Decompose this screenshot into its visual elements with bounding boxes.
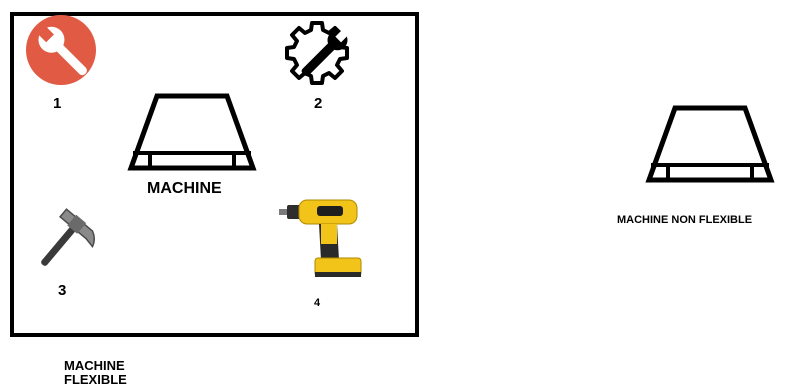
tool-number-4: 4 (314, 297, 320, 310)
machine-non-flexible-icon (645, 104, 775, 186)
caption-line-1: MACHINE (64, 359, 127, 373)
tool-number-2: 2 (314, 96, 322, 111)
caption-line-2: FLEXIBLE (64, 373, 127, 387)
machine-label: MACHINE (147, 180, 222, 198)
tool-number-1: 1 (53, 96, 61, 111)
machine-non-flexible-label: MACHINE NON FLEXIBLE (617, 214, 752, 227)
wrench-icon (25, 14, 97, 86)
hammer-icon (30, 207, 100, 271)
drill-icon (277, 194, 365, 280)
flexible-machine-caption: MACHINE FLEXIBLE (64, 359, 127, 387)
gear-wrench-icon (285, 14, 357, 86)
tool-number-3: 3 (58, 283, 66, 298)
machine-icon (127, 92, 257, 174)
